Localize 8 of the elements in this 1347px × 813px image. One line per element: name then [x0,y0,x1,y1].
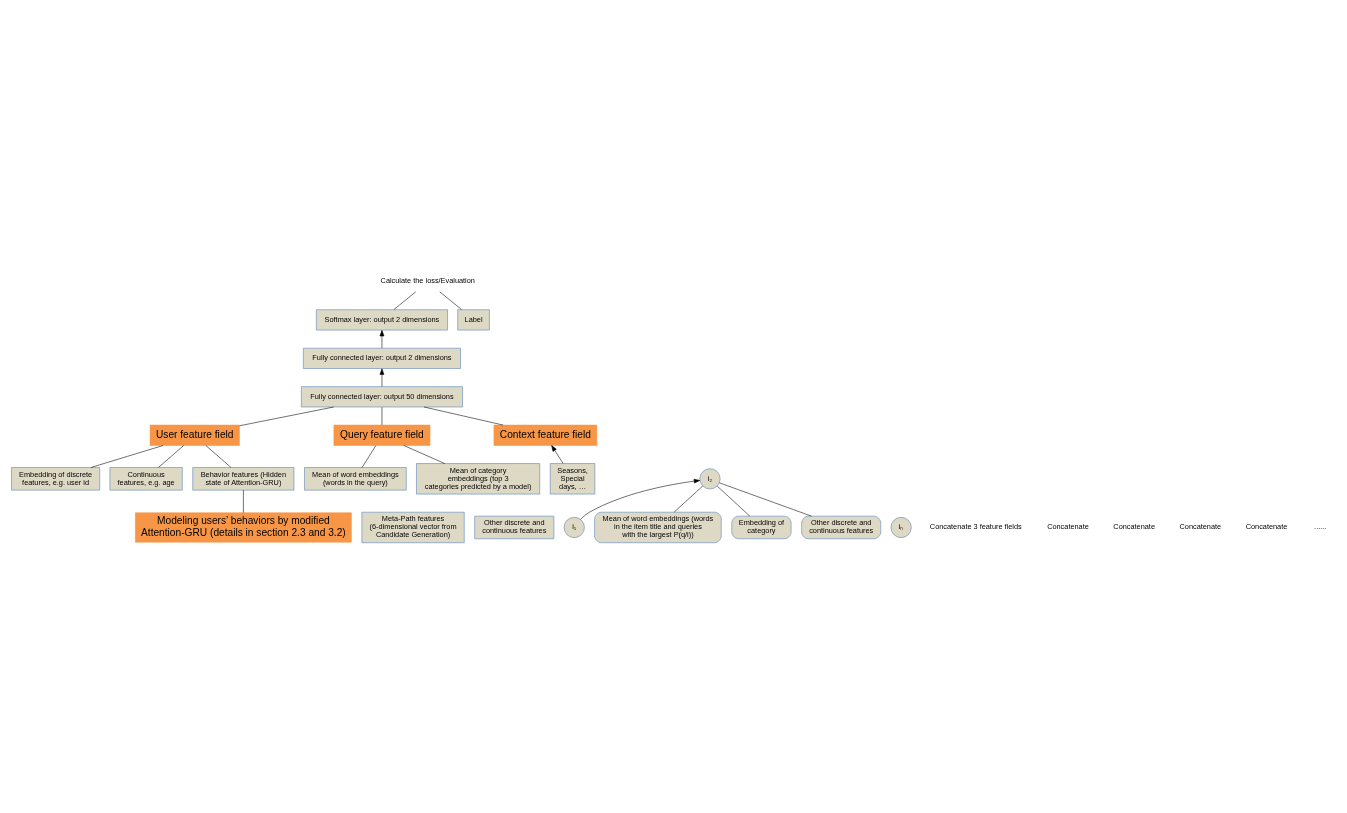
arrow [551,444,564,464]
arrow [379,329,385,348]
node-box: Modeling users’ behaviors by modified Attention-GRU (details in section 2.3 and 3.2) [135,511,352,542]
node-box: User feature field [149,424,240,446]
node-box: Query feature field [333,424,431,446]
node-box: Context feature field [493,424,598,446]
arrow [379,368,385,387]
arrow [580,478,701,520]
